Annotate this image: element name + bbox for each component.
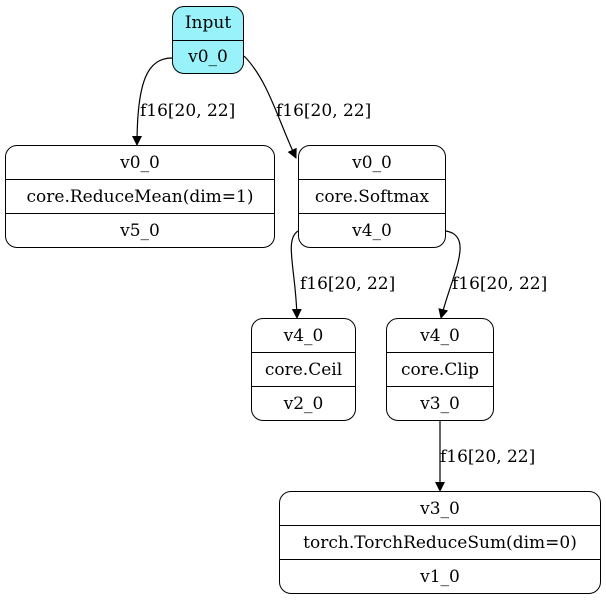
node-clip[interactable]: v4_0 core.Clip v3_0 (386, 318, 494, 421)
edge-softmax-ceil: f16[20, 22] (290, 230, 395, 319)
node-input[interactable]: Input v0_0 (172, 6, 244, 74)
edge-softmax-clip: f16[20, 22] (438, 230, 547, 319)
node-title: Input (184, 13, 232, 34)
node-output-var: v2_0 (252, 386, 355, 420)
edge-clip-reducesum: f16[20, 22] (435, 421, 535, 492)
node-softmax[interactable]: v0_0 core.Softmax v4_0 (298, 145, 446, 248)
node-output-var: v3_0 (387, 386, 493, 420)
edge-label: f16[20, 22] (300, 274, 395, 294)
node-input-var: v0_0 (120, 152, 160, 173)
node-reducesum[interactable]: v3_0 torch.TorchReduceSum(dim=0) v1_0 (279, 491, 601, 594)
edge-line (290, 230, 302, 319)
edge-label: f16[20, 22] (276, 101, 371, 121)
node-input-var: v3_0 (420, 498, 460, 519)
node-op: core.ReduceMean(dim=1) (6, 179, 274, 213)
edge-input-softmax: f16[20, 22] (243, 55, 371, 159)
edge-input-reducemean: f16[20, 22] (132, 57, 235, 146)
node-input-var: v4_0 (420, 325, 460, 346)
node-ceil[interactable]: v4_0 core.Ceil v2_0 (251, 318, 356, 421)
node-op: core.Clip (387, 352, 493, 386)
node-op: core.Ceil (252, 352, 355, 386)
node-input-var: v0_0 (352, 152, 392, 173)
node-output-var: v4_0 (299, 213, 445, 247)
edge-line (438, 230, 461, 319)
edge-line (243, 55, 297, 159)
node-output: v0_0 (173, 39, 243, 74)
node-op: core.Softmax (299, 179, 445, 213)
edge-label: f16[20, 22] (452, 274, 547, 294)
node-output-var: v5_0 (6, 213, 274, 247)
node-op: torch.TorchReduceSum(dim=0) (280, 525, 600, 559)
node-input-var: v4_0 (283, 325, 324, 346)
edge-label: f16[20, 22] (440, 447, 535, 467)
node-reducemean[interactable]: v0_0 core.ReduceMean(dim=1) v5_0 (5, 145, 275, 248)
edge-line (132, 57, 173, 146)
edge-label: f16[20, 22] (140, 101, 235, 121)
node-output-var: v1_0 (280, 559, 600, 593)
